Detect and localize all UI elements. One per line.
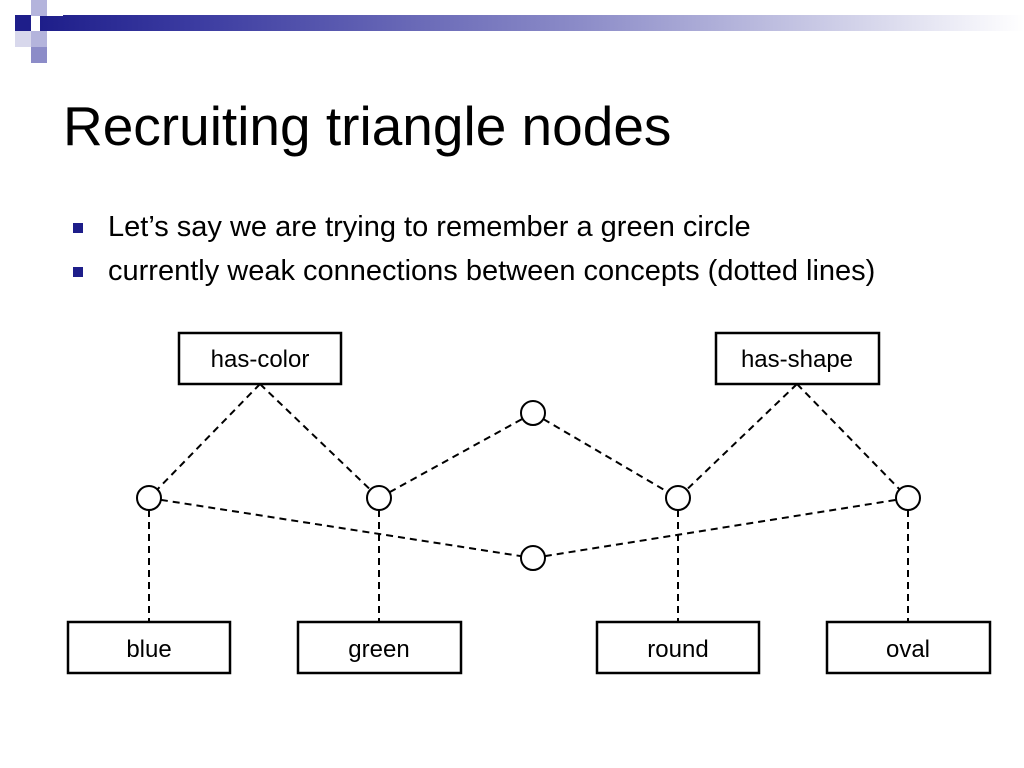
concept-box-blue: blue [66,620,232,675]
deco-square [31,0,47,16]
concept-box-green: green [296,620,463,675]
triangle-node [520,400,546,426]
dashed-connection [532,497,909,559]
dashed-connection [677,383,798,499]
dashed-connection [148,383,261,499]
deco-square [31,31,47,47]
concept-box-label: green [348,636,409,663]
relation-box-has-color: has-color [177,331,343,386]
bullet-square-icon [73,267,83,277]
relation-box-label: has-shape [741,346,853,373]
dashed-connection [378,412,534,499]
concept-box-oval: oval [825,620,992,675]
dashed-connection [148,497,534,559]
triangle-node [136,485,162,511]
bullet-list: Let’s say we are trying to remember a gr… [70,208,950,296]
bullet-item: Let’s say we are trying to remember a gr… [70,208,950,246]
bullet-square-icon [73,223,83,233]
deco-square [47,0,63,16]
bullet-text: Let’s say we are trying to remember a gr… [108,211,751,243]
triangle-node [665,485,691,511]
relation-box-has-shape: has-shape [714,331,881,386]
deco-square [31,47,47,63]
bullet-text: currently weak connections between conce… [108,255,876,287]
concept-box-label: blue [126,636,171,663]
bullet-item: currently weak connections between conce… [70,252,950,290]
concept-box-label: oval [886,636,930,663]
deco-square [15,15,31,31]
header-gradient-bar [40,15,1024,31]
header-decoration [0,0,1024,70]
dashed-connection [259,383,380,499]
dashed-connection [532,412,679,499]
concept-box-round: round [595,620,761,675]
triangle-node [520,545,546,571]
concept-box-label: round [647,636,708,663]
triangle-node [366,485,392,511]
relation-box-label: has-color [211,346,310,373]
triangle-node [895,485,921,511]
deco-square [15,31,31,47]
dashed-connection [796,383,909,499]
slide-title: Recruiting triangle nodes [63,95,672,157]
